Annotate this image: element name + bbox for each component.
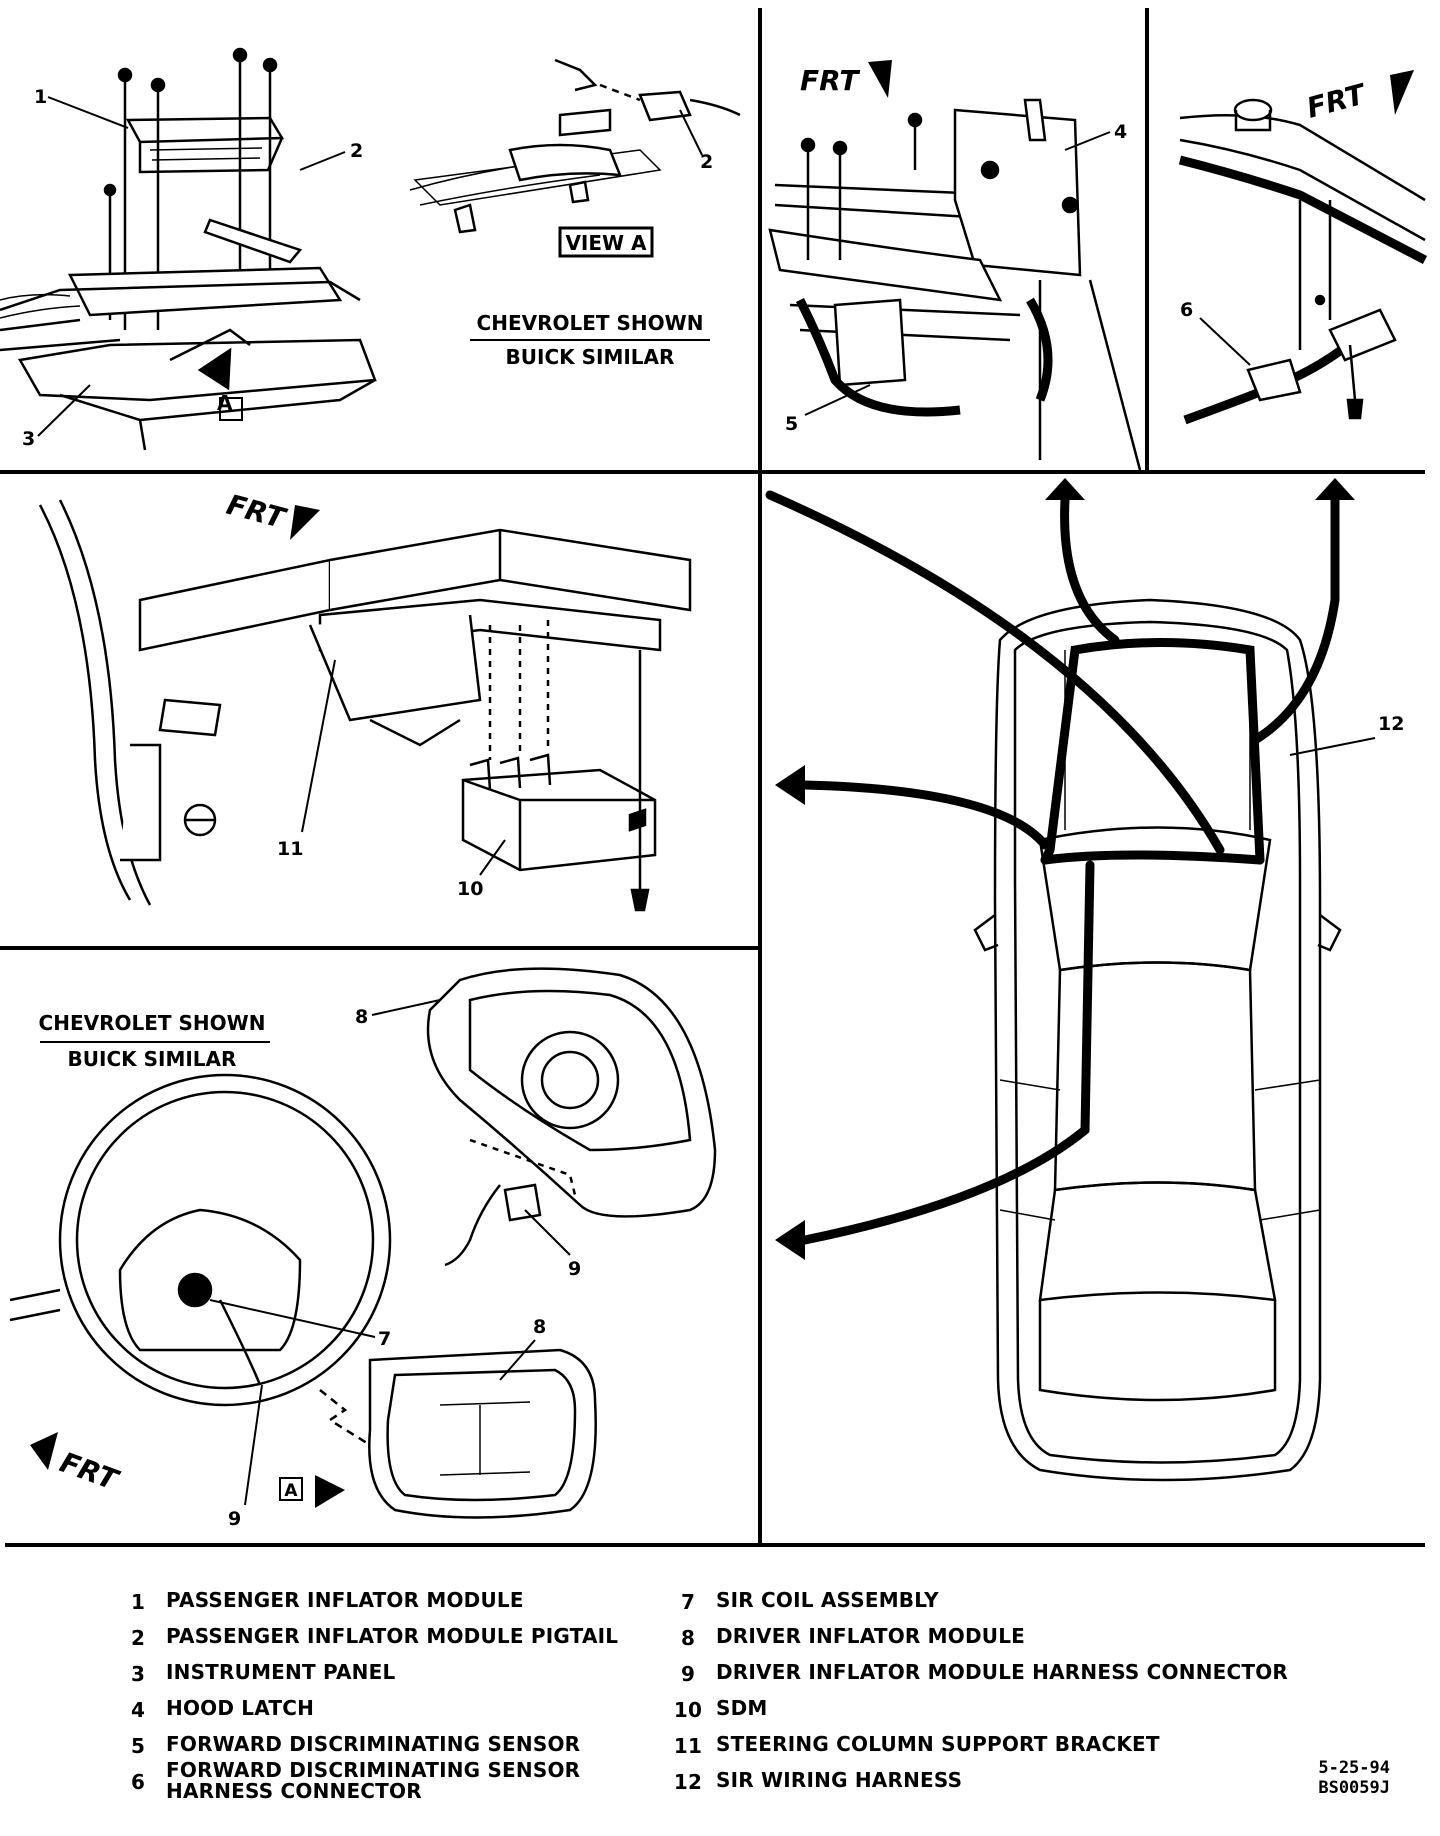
callout-4: 4 <box>1114 121 1127 143</box>
legend-number: 4 <box>130 1698 146 1722</box>
note-buick-similar-bottom: BUICK SIMILAR <box>68 1047 237 1071</box>
sir-wiring-harness <box>765 490 1340 1245</box>
top-left-leaders <box>37 96 346 437</box>
callout-2: 2 <box>350 140 363 162</box>
callout-7: 7 <box>378 1328 391 1350</box>
callout-6: 6 <box>1180 299 1193 321</box>
note-buick-similar-top: BUICK SIMILAR <box>506 345 675 369</box>
callout-5: 5 <box>785 413 798 435</box>
legend-text: HOOD LATCH <box>166 1696 315 1720</box>
hood-latch-illustration <box>768 98 1142 471</box>
sir-component-diagram: 1 2 3 A 2 VIEW A CHEVROLET SHOWN BUICK S… <box>0 8 1428 1547</box>
legend-text: STEERING COLUMN SUPPORT BRACKET <box>716 1732 1160 1756</box>
legend-text: DRIVER INFLATOR MODULE HARNESS CONNECTOR <box>716 1660 1289 1684</box>
callout-9-bottom: 9 <box>228 1508 241 1530</box>
callout-8-top: 8 <box>355 1006 368 1028</box>
frt-label-bottom-left: FRT <box>56 1446 124 1498</box>
callout-11-leader <box>301 659 336 833</box>
callout-12: 12 <box>1378 713 1404 735</box>
view-ref-a: A <box>217 391 233 415</box>
view-a-label: VIEW A <box>565 231 647 255</box>
legend-text: SIR COIL ASSEMBLY <box>716 1588 939 1612</box>
legend-number: 11 <box>673 1734 703 1758</box>
callout-3: 3 <box>22 428 35 450</box>
callout-2-view-a: 2 <box>700 151 713 173</box>
frt-arrow-middle-left <box>290 505 320 540</box>
sdm-illustration <box>38 499 692 912</box>
legend-number: 9 <box>680 1662 696 1686</box>
legend-text: PASSENGER INFLATOR MODULE PIGTAIL <box>166 1624 619 1648</box>
view-a-illustration <box>409 58 741 234</box>
legend-text: FORWARD DISCRIMINATING SENSOR HARNESS CO… <box>166 1758 581 1803</box>
legend-number: 5 <box>130 1734 146 1758</box>
frt-label-top-middle: FRT <box>800 64 860 97</box>
view-a-arrow-bottom <box>315 1475 345 1508</box>
driver-module-illustration <box>9 967 717 1519</box>
legend-text: FORWARD DISCRIMINATING SENSOR <box>166 1732 581 1756</box>
panel-dividers <box>0 8 1425 1547</box>
frt-label-top-right: FRT <box>1303 77 1370 125</box>
legend-text: DRIVER INFLATOR MODULE <box>716 1624 1026 1648</box>
legend-number: 6 <box>130 1770 146 1794</box>
legend-number: 3 <box>130 1662 146 1686</box>
callout-10-leader <box>479 839 506 876</box>
frt-arrow-bottom-left <box>30 1432 58 1470</box>
note-chevrolet-shown-bottom: CHEVROLET SHOWN <box>39 1011 266 1035</box>
legend-number: 7 <box>680 1590 696 1614</box>
legend-number: 1 <box>130 1590 146 1614</box>
legend-text: SIR WIRING HARNESS <box>716 1768 963 1792</box>
callout-5-leader <box>804 384 871 416</box>
view-ref-a-bottom: A <box>284 1481 298 1501</box>
legend-number: 12 <box>673 1770 703 1794</box>
callout-1: 1 <box>34 86 47 108</box>
callout-10: 10 <box>457 878 483 900</box>
note-chevrolet-shown-top: CHEVROLET SHOWN <box>477 311 704 335</box>
frt-arrow-top-middle <box>868 60 892 98</box>
vehicle-outline <box>973 598 1342 1482</box>
frt-label-middle-left: FRT <box>223 488 290 536</box>
legend-text: PASSENGER INFLATOR MODULE <box>166 1588 524 1612</box>
view-a-box <box>558 226 654 258</box>
legend-text: SDM <box>716 1696 768 1720</box>
view-ref-a-box-bottom <box>279 1477 303 1501</box>
frt-arrow-top-right <box>1390 70 1414 115</box>
passenger-module-illustration <box>0 47 377 451</box>
harness-route-arrows <box>775 478 1355 1260</box>
callout-8-bottom: 8 <box>533 1316 546 1338</box>
legend-number: 8 <box>680 1626 696 1650</box>
figure-code: BS0059J <box>1318 1778 1390 1798</box>
callout-11: 11 <box>277 838 303 860</box>
legend-number: 2 <box>130 1626 146 1650</box>
legend-number: 10 <box>673 1698 703 1722</box>
view-a-leader <box>679 109 703 156</box>
legend-text: INSTRUMENT PANEL <box>166 1660 396 1684</box>
callout-4-leader <box>1064 131 1111 151</box>
callout-6-leader <box>1199 317 1251 366</box>
bottom-left-leaders <box>209 999 571 1506</box>
sensor-connector-illustration <box>1178 98 1428 425</box>
callout-9-right: 9 <box>568 1258 581 1280</box>
component-legend: 1 PASSENGER INFLATOR MODULE 2 PASSENGER … <box>0 1588 1440 1802</box>
figure-date: 5-25-94 <box>1318 1758 1390 1778</box>
callout-12-leader <box>1289 737 1376 756</box>
